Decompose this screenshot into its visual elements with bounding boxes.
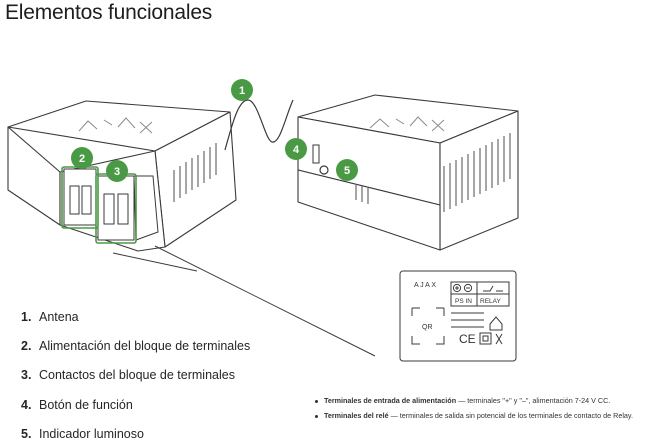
vent-slots-left bbox=[173, 143, 217, 202]
minus-circle-icon bbox=[463, 283, 473, 293]
legend-item: 1.Antena bbox=[21, 309, 79, 324]
label-card bbox=[399, 270, 517, 362]
marker-5: 5 bbox=[336, 159, 358, 181]
note-item: Terminales del relé — terminales de sali… bbox=[312, 411, 642, 421]
marker-1: 1 bbox=[231, 79, 253, 101]
vent-slots-right bbox=[355, 133, 511, 212]
antenna-wire bbox=[224, 99, 294, 151]
legend-item: 3.Contactos del bloque de terminales bbox=[21, 368, 235, 383]
led-indicator bbox=[319, 165, 329, 175]
ajax-logo-right bbox=[369, 116, 445, 132]
weee-bin-icon bbox=[495, 333, 503, 345]
card-brand: AJAX bbox=[414, 282, 438, 289]
terminal-notes: Terminales de entrada de alimentación — … bbox=[312, 396, 642, 426]
card-ps-in: PS IN bbox=[455, 298, 472, 305]
card-ce: CE bbox=[459, 332, 476, 346]
legend-item: 2.Alimentación del bloque de terminales bbox=[21, 338, 251, 353]
relay-device-back bbox=[297, 94, 519, 251]
pointer-lines bbox=[112, 245, 376, 357]
note-item: Terminales de entrada de alimentación — … bbox=[312, 396, 642, 406]
plus-circle-icon bbox=[452, 283, 462, 293]
marker-4: 4 bbox=[285, 138, 307, 160]
terminal-block bbox=[63, 168, 159, 241]
card-qr: QR bbox=[422, 324, 433, 331]
page-title: Elementos funcionales bbox=[5, 1, 213, 24]
home-icon bbox=[489, 316, 503, 331]
ajax-logo-left bbox=[78, 117, 153, 134]
svg-text:2: 2 bbox=[79, 153, 85, 165]
legend-item: 5.Indicador luminoso bbox=[21, 426, 144, 441]
card-relay: RELAY bbox=[480, 298, 501, 305]
legend-list: 1.Antena 2.Alimentación del bloque de te… bbox=[21, 302, 250, 448]
legend-item: 4.Botón de función bbox=[21, 397, 133, 412]
svg-text:4: 4 bbox=[293, 144, 300, 156]
marker-3: 3 bbox=[106, 160, 128, 182]
double-insulation-icon bbox=[479, 332, 492, 345]
function-button bbox=[312, 144, 320, 164]
svg-text:3: 3 bbox=[114, 166, 120, 178]
marker-2: 2 bbox=[71, 147, 93, 169]
svg-text:1: 1 bbox=[239, 85, 245, 97]
svg-text:5: 5 bbox=[344, 165, 350, 177]
